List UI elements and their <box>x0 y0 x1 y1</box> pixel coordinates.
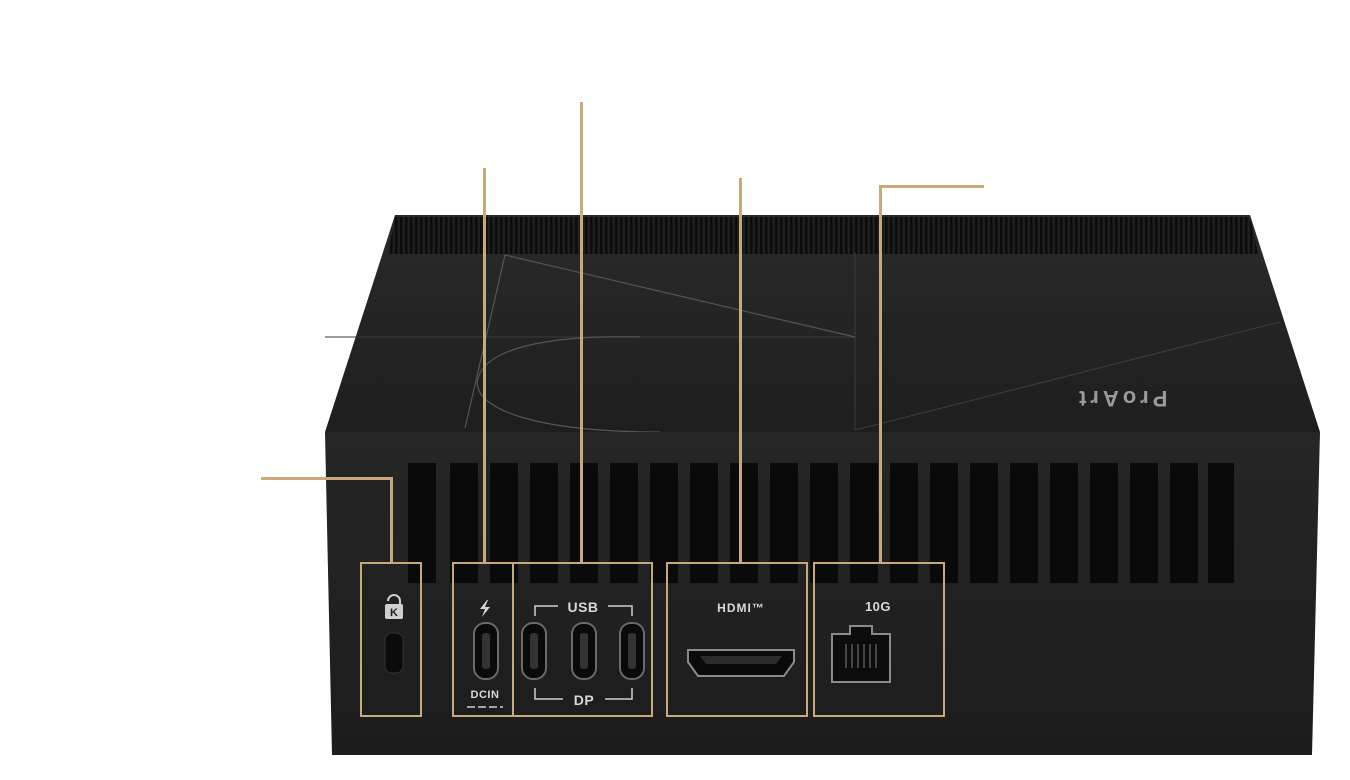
svg-text:K: K <box>390 607 398 619</box>
chassis-top <box>325 215 1320 432</box>
usb-dp-ports-highlight[interactable] <box>512 562 653 717</box>
brand-logo: ProArt <box>1075 386 1168 411</box>
dcin-label: DCIN <box>470 689 500 701</box>
hdmi-port <box>687 649 795 677</box>
callout-line-usb <box>580 102 583 564</box>
top-vents <box>388 217 1258 254</box>
dp-label: DP <box>573 692 595 708</box>
callout-line-lock-v <box>390 477 393 564</box>
usb-bracket <box>534 605 558 616</box>
usb-c-port-3 <box>619 622 645 680</box>
callout-line-hdmi <box>739 178 742 564</box>
kensington-lock-icon: K <box>385 594 403 619</box>
lock-slot <box>384 632 404 674</box>
usb-c-port-2 <box>571 622 597 680</box>
lightning-icon <box>480 600 490 617</box>
callout-line-lan-v <box>879 185 882 564</box>
usb-c-port-dcin <box>473 622 499 680</box>
callout-line-lock-h <box>261 477 392 480</box>
dp-bracket <box>534 688 563 700</box>
lock-slot-highlight[interactable] <box>360 562 422 717</box>
hdmi-port-highlight[interactable] <box>666 562 808 717</box>
usb-c-port-1 <box>521 622 547 680</box>
lan-10g-label: 10G <box>864 599 892 614</box>
callout-line-dcin <box>483 168 486 564</box>
callout-line-lan-h <box>879 185 984 188</box>
ethernet-port <box>831 625 891 683</box>
hdmi-label: HDMI™ <box>717 601 765 615</box>
usb-label: USB <box>567 599 599 615</box>
lan-port-highlight[interactable] <box>813 562 945 717</box>
